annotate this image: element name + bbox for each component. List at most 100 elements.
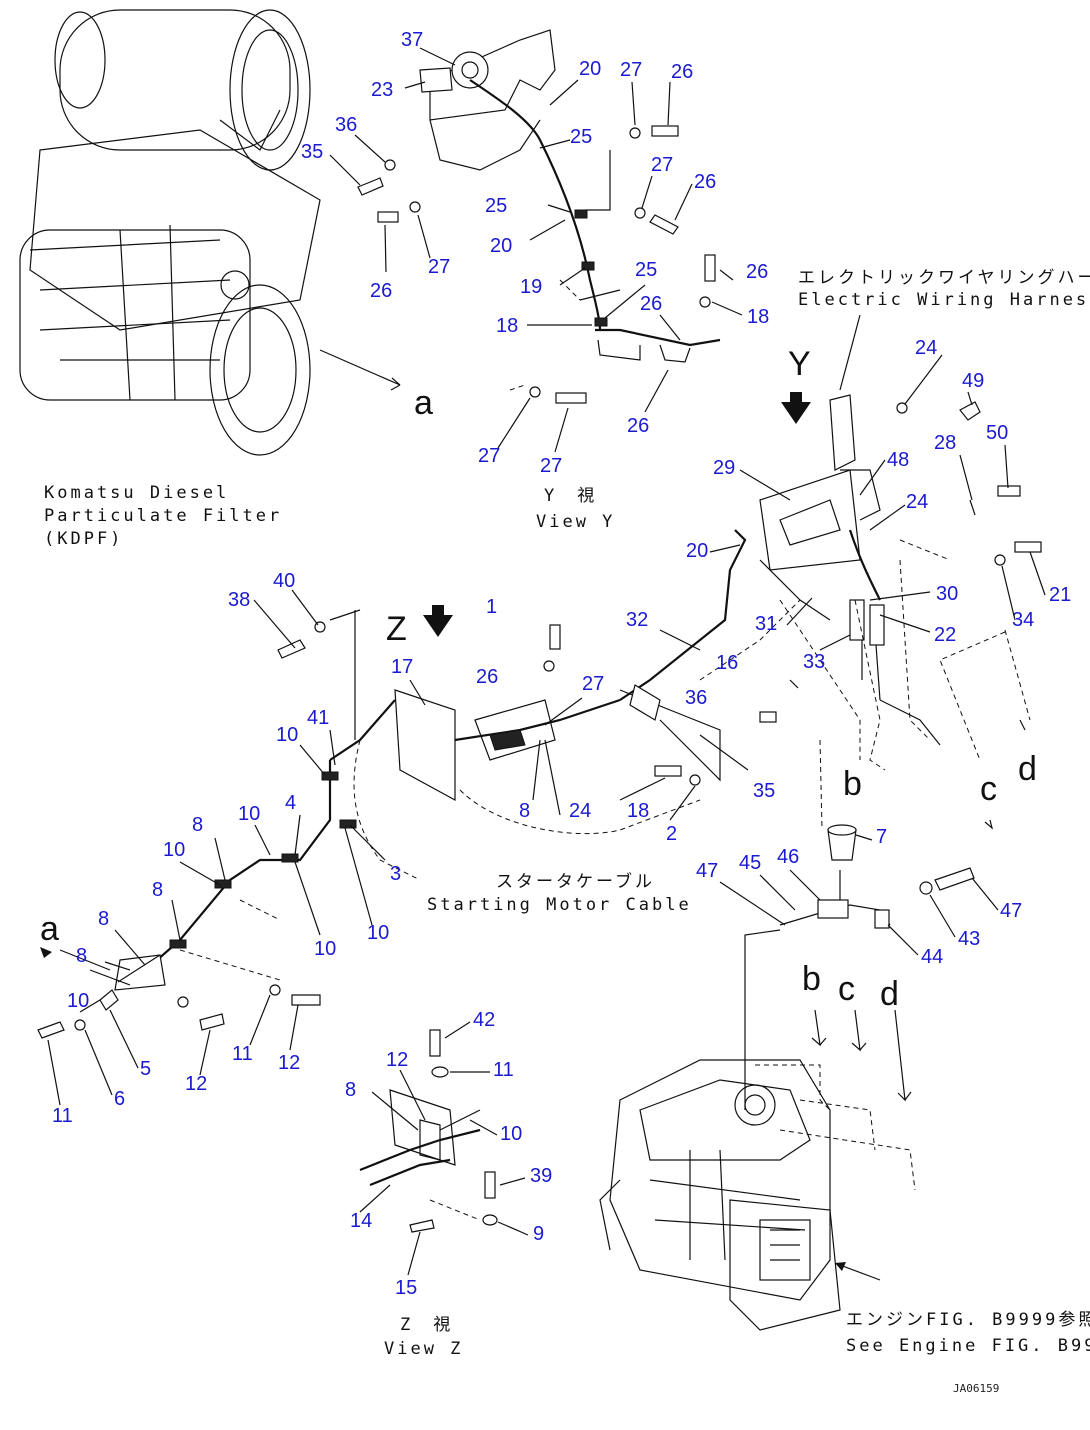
callout-16: 32 [626,609,648,631]
junction-assembly [619,394,1042,831]
callout-25: 25 [485,195,507,217]
callout-20: 20 [579,58,601,80]
callout-24: 8 [519,800,530,822]
callout-10: 8 [76,945,87,967]
letter-b-top: b [843,765,862,803]
harness-label-en: Electric Wiring Harness [798,290,1090,310]
starter-label-jp: スタータケーブル [496,871,655,892]
callout-10: 41 [307,707,329,729]
callout-29: 28 [934,432,956,454]
callout-38: 17 [391,656,413,678]
callout-10: 8 [192,814,203,836]
callout-8: 4 [285,792,296,814]
dpf-label-1: Komatsu Diesel [44,483,229,503]
view-y-arrow [781,392,811,424]
callout-17: 27 [582,673,604,695]
letter-a-top: a [414,384,433,422]
callout-25: 25 [635,259,657,281]
callout-27: 27 [651,154,673,176]
callout-26: 27 [540,455,562,477]
callout-45: 7 [876,826,887,848]
callout-10: 8 [152,879,163,901]
callout-22: 30 [936,583,958,605]
letter-b-bot: b [802,960,821,998]
kdpf-filter [19,9,401,456]
callout-50: 49 [962,370,984,392]
callout-27: 27 [478,445,500,467]
callout-27: 27 [428,256,450,278]
callout-19: 19 [520,276,542,298]
callout-18: 24 [569,800,591,822]
callout-43: 47 [1000,900,1022,922]
letter-c-top: c [980,770,997,808]
callout-11: 42 [473,1009,495,1031]
callout-18: 18 [496,315,518,337]
dpf-label-2: Particulate Filter [44,506,282,526]
callout-8: 12 [386,1049,408,1071]
view-z-arrow [423,605,453,637]
callout-23: 23 [371,79,393,101]
callout-35: 36 [685,687,707,709]
callout-10: 8 [345,1079,356,1101]
letter-d-top: d [1018,750,1037,788]
letter-z: Z [386,610,407,648]
callout-15: 9 [533,1223,544,1245]
letter-c-bot: c [838,970,855,1008]
view-z-en: View Z [384,1339,463,1359]
callout-6: 11 [52,1105,73,1127]
callout-37: 37 [401,29,423,51]
callout-21: 20 [686,540,708,562]
engine-label-jp: エンジンFIG. B9999参照 [846,1310,1090,1330]
callout-2: 18 [627,800,649,822]
callout-11: 12 [185,1073,207,1095]
starter-label-en: Starting Motor Cable [427,895,692,915]
callout-11: 12 [278,1052,300,1074]
callout-36: 16 [716,652,738,674]
callout-8: 10 [367,922,389,944]
callout-46: 45 [739,852,761,874]
callout-42: 44 [921,946,943,968]
callout-44: 43 [958,928,980,950]
callout-34: 22 [934,624,956,646]
callout-20: 20 [490,235,512,257]
callout-5: 10 [67,990,89,1012]
callout-35: 35 [301,141,323,163]
callout-13: 15 [395,1277,417,1299]
callout-30: 21 [1049,584,1071,606]
callout-31: 34 [1012,609,1034,631]
callout-47: 46 [777,846,799,868]
callout-20: 24 [906,491,928,513]
callout-4: 10 [238,803,260,825]
callout-25: 25 [570,126,592,148]
letter-d-bot: d [880,975,899,1013]
engine-label-en: See Engine FIG. B9999 [846,1336,1090,1356]
callout-7: 6 [114,1088,125,1110]
callout-36: 36 [335,114,357,136]
harness-label-jp: エレクトリックワイヤリングハーネス [798,268,1090,288]
callout-33: 31 [755,613,777,635]
callout-numbers: 37 23 20 27 26 36 35 25 27 26 26 27 26 2… [52,29,1071,1299]
callout-49: 24 [915,337,937,359]
letter-y: Y [788,345,811,383]
callout-24: 48 [887,449,909,471]
callout-26: 26 [370,280,392,302]
callout-8: 8 [98,908,109,930]
callout-8: 10 [163,839,185,861]
callout-48: 29 [713,457,735,479]
letter-a-left: a [40,910,59,948]
callout-26: 26 [671,61,693,83]
engine [599,1059,881,1331]
callout-10: 3 [390,863,401,885]
view-z-assembly [359,1029,498,1233]
callout-26: 1 [486,596,497,618]
view-z-jp: Z 視 [400,1315,453,1335]
callout-18: 26 [640,293,662,315]
callout-8: 10 [276,724,298,746]
callout-39: 10 [500,1123,522,1145]
callout-12: 5 [140,1058,151,1080]
callout-12: 11 [493,1059,514,1081]
starting-motor-cable [37,599,801,1039]
drawing-id: JA06159 [953,1382,999,1395]
callout-41: 40 [273,570,295,592]
